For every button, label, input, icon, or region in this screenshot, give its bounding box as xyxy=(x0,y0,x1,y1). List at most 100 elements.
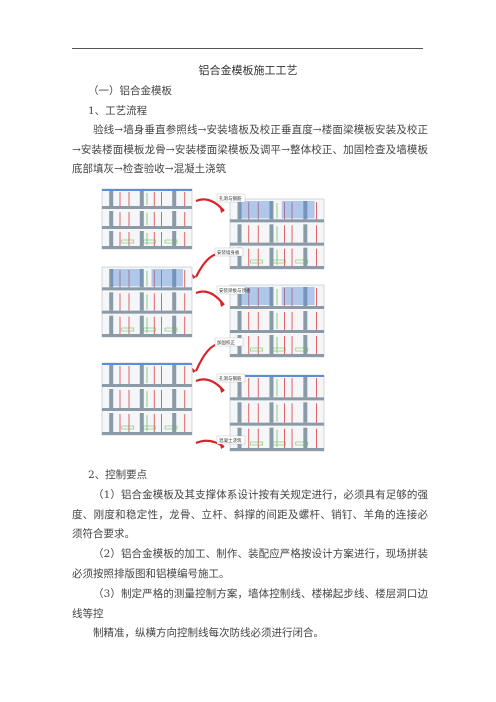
wall-column xyxy=(303,377,308,398)
floor-slab xyxy=(102,432,192,435)
wall-column xyxy=(303,247,308,266)
wall-column xyxy=(139,365,144,384)
wall-column xyxy=(172,231,177,246)
wall-column xyxy=(269,427,274,448)
wall-column xyxy=(237,402,242,423)
subheading-process: 1、工艺流程 xyxy=(88,105,148,117)
wall-column xyxy=(109,231,114,246)
wall-column xyxy=(237,287,242,306)
wall-column xyxy=(139,191,144,206)
rebar-tag xyxy=(164,425,178,430)
wall-column xyxy=(269,224,274,243)
stage-label-box xyxy=(216,193,246,203)
stage-label: 安装墙身板 xyxy=(217,249,240,256)
stage-arrow xyxy=(195,252,225,278)
header-rule xyxy=(72,48,423,49)
floor-slab xyxy=(102,384,192,387)
wall-column xyxy=(109,365,114,384)
stage-label: 安装梁板与顶板 xyxy=(219,287,251,294)
stage-label: 孔洞与钢筋 xyxy=(219,375,242,382)
rebar-tag xyxy=(250,259,263,264)
floor-slab xyxy=(230,448,324,451)
wall-column xyxy=(303,311,308,330)
stage-label-box xyxy=(216,285,246,295)
new-formwork xyxy=(281,287,315,305)
section-heading: （一）铝合金模板 xyxy=(88,85,172,97)
subheading-control: 2、控制要点 xyxy=(88,469,148,481)
new-formwork xyxy=(111,269,143,287)
process-flow-text: 验线→墙身垂直参照线→安装墙板及校正垂直度→楼面梁模板安装及校正→安装楼面模板龙… xyxy=(72,124,428,175)
rebar-tag xyxy=(272,441,286,446)
new-formwork xyxy=(239,287,273,305)
new-formwork xyxy=(281,201,315,219)
wall-column xyxy=(109,191,114,206)
wall-column xyxy=(139,315,144,334)
rebar-tag xyxy=(143,327,156,332)
wall-column xyxy=(237,247,242,266)
stage-arrow xyxy=(195,378,225,392)
wall-column xyxy=(109,413,114,432)
rebar-tag xyxy=(250,441,263,446)
rebar-tag xyxy=(121,239,135,244)
floor-slab xyxy=(230,354,324,357)
rebar-tag xyxy=(295,441,309,446)
wall-column xyxy=(109,292,114,311)
floor-slab xyxy=(102,408,192,411)
wall-column xyxy=(139,231,144,246)
stage-label: 孔洞与钢筋 xyxy=(219,195,242,202)
wall-column xyxy=(269,402,274,423)
wall-column xyxy=(172,211,177,226)
stage-arrow xyxy=(195,290,225,306)
stage-label-box xyxy=(216,435,246,445)
wall-column xyxy=(269,311,274,330)
rebar-tag xyxy=(121,327,135,332)
top-slab-form xyxy=(230,375,324,377)
floor-slab xyxy=(230,422,324,426)
wall-column xyxy=(109,211,114,226)
arrow-head xyxy=(220,388,224,393)
wall-column xyxy=(237,377,242,398)
wall-column xyxy=(172,191,177,206)
wall-column xyxy=(109,315,114,334)
wall-column xyxy=(303,287,308,306)
point-4: 制精准，纵横方向控制线每次防线必须进行闭合。 xyxy=(93,627,324,639)
wall-column xyxy=(303,402,308,423)
stage-label-box xyxy=(214,337,244,347)
arrow-head xyxy=(192,274,196,279)
rebar-tag xyxy=(121,425,135,430)
rebar-tag xyxy=(272,259,286,264)
floor-slab xyxy=(230,330,324,333)
wall-column xyxy=(303,201,308,220)
construction-process-figure: 孔洞与钢筋安装墙身板安装梁板与顶板加固校正孔洞与钢筋混凝土浇筑 xyxy=(100,185,326,463)
new-formwork xyxy=(239,201,273,219)
stage-label-box xyxy=(216,373,246,383)
wall-column xyxy=(139,269,144,288)
wall-column xyxy=(269,287,274,306)
wall-column xyxy=(139,292,144,311)
arrow-head xyxy=(220,302,224,307)
stage-label: 混凝土浇筑 xyxy=(219,437,242,444)
wall-column xyxy=(303,427,308,448)
wall-column xyxy=(139,413,144,432)
point-2: （2）铝合金模板的加工、制作、装配应严格按设计方案进行，现场拼装必须按照排版图和… xyxy=(72,548,428,580)
stage-label: 加固校正 xyxy=(217,339,235,346)
arrow-head xyxy=(192,368,196,373)
floor-slab xyxy=(102,206,192,209)
wall-column xyxy=(237,201,242,220)
rebar-tag xyxy=(295,347,309,352)
point-1: （1）铝合金模板及其支撑体系设计按有关规定进行，必须具有足够的强度、刚度和稳定性… xyxy=(72,489,428,540)
rebar-tag xyxy=(143,239,156,244)
top-slab-form xyxy=(102,363,192,365)
document-title: 铝合金模板施工工艺 xyxy=(198,64,298,77)
floor-slab xyxy=(102,334,192,337)
stage-arrow xyxy=(195,198,225,212)
rebar-tag xyxy=(164,239,178,244)
floor-slab xyxy=(102,287,192,291)
new-formwork xyxy=(151,269,183,287)
wall-column xyxy=(172,413,177,432)
rebar-tag xyxy=(272,347,286,352)
rebar-tag xyxy=(164,327,178,332)
point-3: （3）制定严格的测量控制方案，墙体控制线、楼梯起步线、楼层洞口边线等控 xyxy=(72,588,428,620)
